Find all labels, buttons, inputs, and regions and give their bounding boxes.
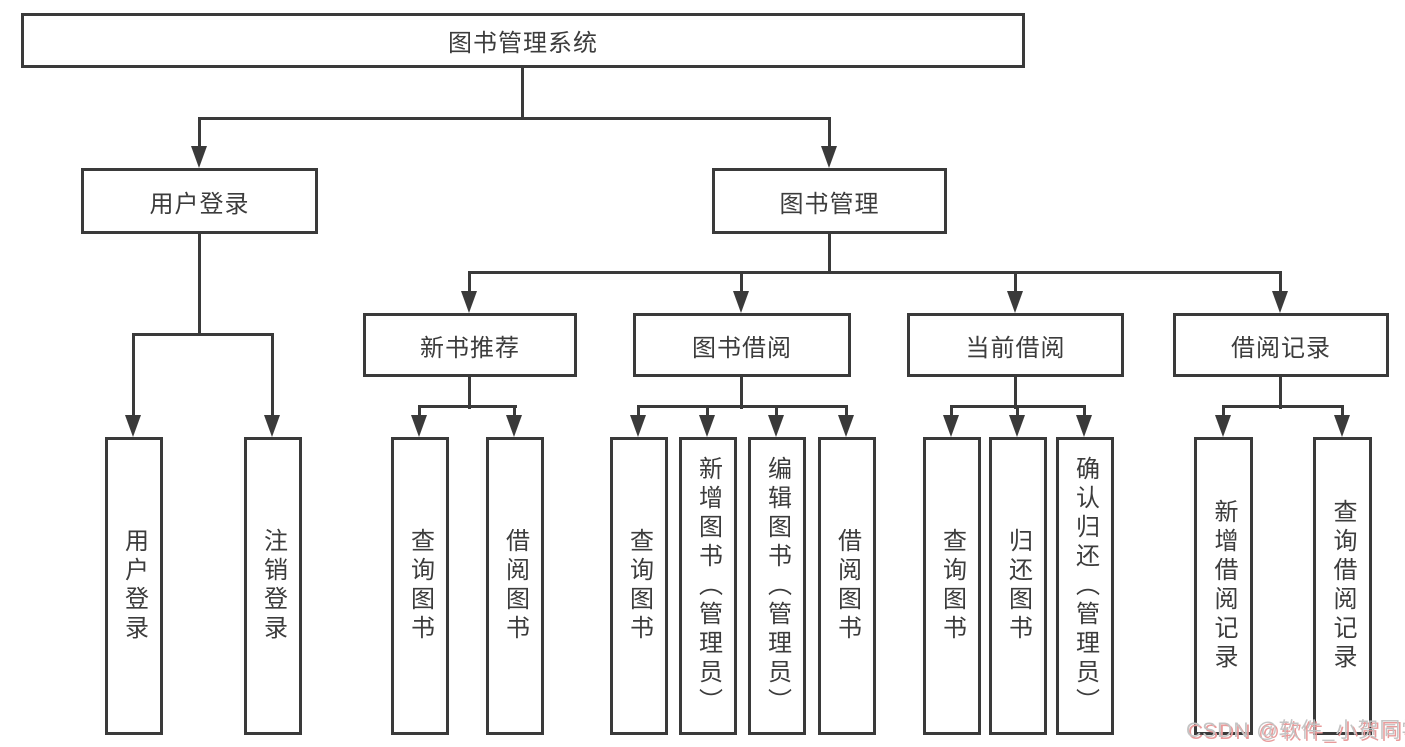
node-user-login-label: 用户登录 (149, 190, 250, 218)
leaf-query-borrow-record: 查询借阅记录 (1313, 437, 1372, 735)
node-root-label: 图书管理系统 (448, 30, 598, 57)
node-borrow-record: 借阅记录 (1173, 313, 1389, 377)
connector-drop-leaf (637, 405, 640, 419)
arrow-down-icon (1272, 291, 1288, 313)
connector-drop-current-borrow (1014, 271, 1017, 293)
connector-new-book-recommend-stem (468, 375, 471, 409)
connector-book-borrow-stem (740, 375, 743, 409)
connector-user-login-rail (132, 333, 274, 336)
arrow-down-icon (821, 146, 837, 168)
leaf-return-books: 归还图书 (989, 437, 1047, 735)
connector-book-borrow-rail (637, 405, 848, 408)
connector-drop-leaf (1222, 405, 1225, 419)
arrow-down-icon (1076, 415, 1092, 437)
leaf-add-book-admin: 新增图书（管理员） (679, 437, 737, 735)
connector-borrow-record-rail (1222, 405, 1343, 408)
leaf-query-books-borrow: 查询图书 (610, 437, 668, 735)
connector-drop-user-login (198, 117, 201, 150)
node-book-management: 图书管理 (712, 168, 947, 234)
connector-user-login-stem (198, 232, 201, 336)
arrow-down-icon (630, 415, 646, 437)
arrow-down-icon (1215, 415, 1231, 437)
arrow-down-icon (733, 291, 749, 313)
connector-drop-leaf (1341, 405, 1344, 419)
leaf-borrow-books: 借阅图书 (818, 437, 876, 735)
node-user-login: 用户登录 (81, 168, 318, 234)
connector-new-book-recommend-rail (418, 405, 517, 408)
csdn-watermark: CSDN @软件_小贺同学 (1186, 719, 1405, 742)
node-new-book-recommend: 新书推荐 (363, 313, 577, 377)
leaf-logout: 注销登录 (244, 437, 302, 735)
arrow-down-icon (461, 291, 477, 313)
leaf-user-login: 用户登录 (105, 437, 163, 735)
connector-current-borrow-stem (1014, 375, 1017, 409)
arrow-down-icon (411, 415, 427, 437)
leaf-query-books-current: 查询图书 (923, 437, 981, 735)
connector-drop-borrow-record (1279, 271, 1282, 293)
connector-book-management-rail (468, 271, 1282, 274)
node-current-borrow: 当前借阅 (907, 313, 1124, 377)
node-root: 图书管理系统 (21, 13, 1025, 68)
arrow-down-icon (1007, 291, 1023, 313)
node-current-borrow-label: 当前借阅 (965, 334, 1066, 362)
connector-drop-book-management (828, 117, 831, 150)
arrow-down-icon (264, 415, 280, 437)
connector-drop-leaf-logout (271, 333, 274, 419)
leaf-query-books-recommend: 查询图书 (391, 437, 449, 735)
arrow-down-icon (1334, 415, 1350, 437)
node-book-management-label: 图书管理 (779, 190, 880, 218)
arrow-down-icon (699, 415, 715, 437)
arrow-down-icon (838, 415, 854, 437)
node-book-borrow: 图书借阅 (633, 313, 851, 377)
connector-drop-new-book-recommend (468, 271, 471, 293)
connector-drop-leaf (950, 405, 953, 419)
connector-root-stem (521, 66, 524, 119)
connector-drop-leaf (513, 405, 516, 419)
node-book-borrow-label: 图书借阅 (692, 334, 792, 362)
arrow-down-icon (125, 415, 141, 437)
leaf-add-borrow-record: 新增借阅记录 (1194, 437, 1253, 735)
node-borrow-record-label: 借阅记录 (1231, 334, 1331, 362)
leaf-edit-book-admin: 编辑图书（管理员） (748, 437, 806, 735)
leaf-confirm-return-admin: 确认归还（管理员） (1056, 437, 1114, 735)
connector-drop-leaf-user-login (132, 333, 135, 419)
connector-borrow-record-stem (1279, 375, 1282, 409)
arrow-down-icon (1009, 415, 1025, 437)
connector-drop-leaf (775, 405, 778, 419)
connector-drop-leaf (1083, 405, 1086, 419)
arrow-down-icon (943, 415, 959, 437)
connector-drop-leaf (1016, 405, 1019, 419)
connector-root-rail (198, 117, 831, 120)
connector-book-management-stem (828, 232, 831, 274)
node-new-book-recommend-label: 新书推荐 (420, 334, 520, 362)
arrow-down-icon (506, 415, 522, 437)
connector-drop-leaf (845, 405, 848, 419)
arrow-down-icon (191, 146, 207, 168)
leaf-borrow-books-recommend: 借阅图书 (486, 437, 544, 735)
connector-drop-book-borrow (740, 271, 743, 293)
connector-drop-leaf (706, 405, 709, 419)
arrow-down-icon (768, 415, 784, 437)
connector-drop-leaf (418, 405, 421, 419)
